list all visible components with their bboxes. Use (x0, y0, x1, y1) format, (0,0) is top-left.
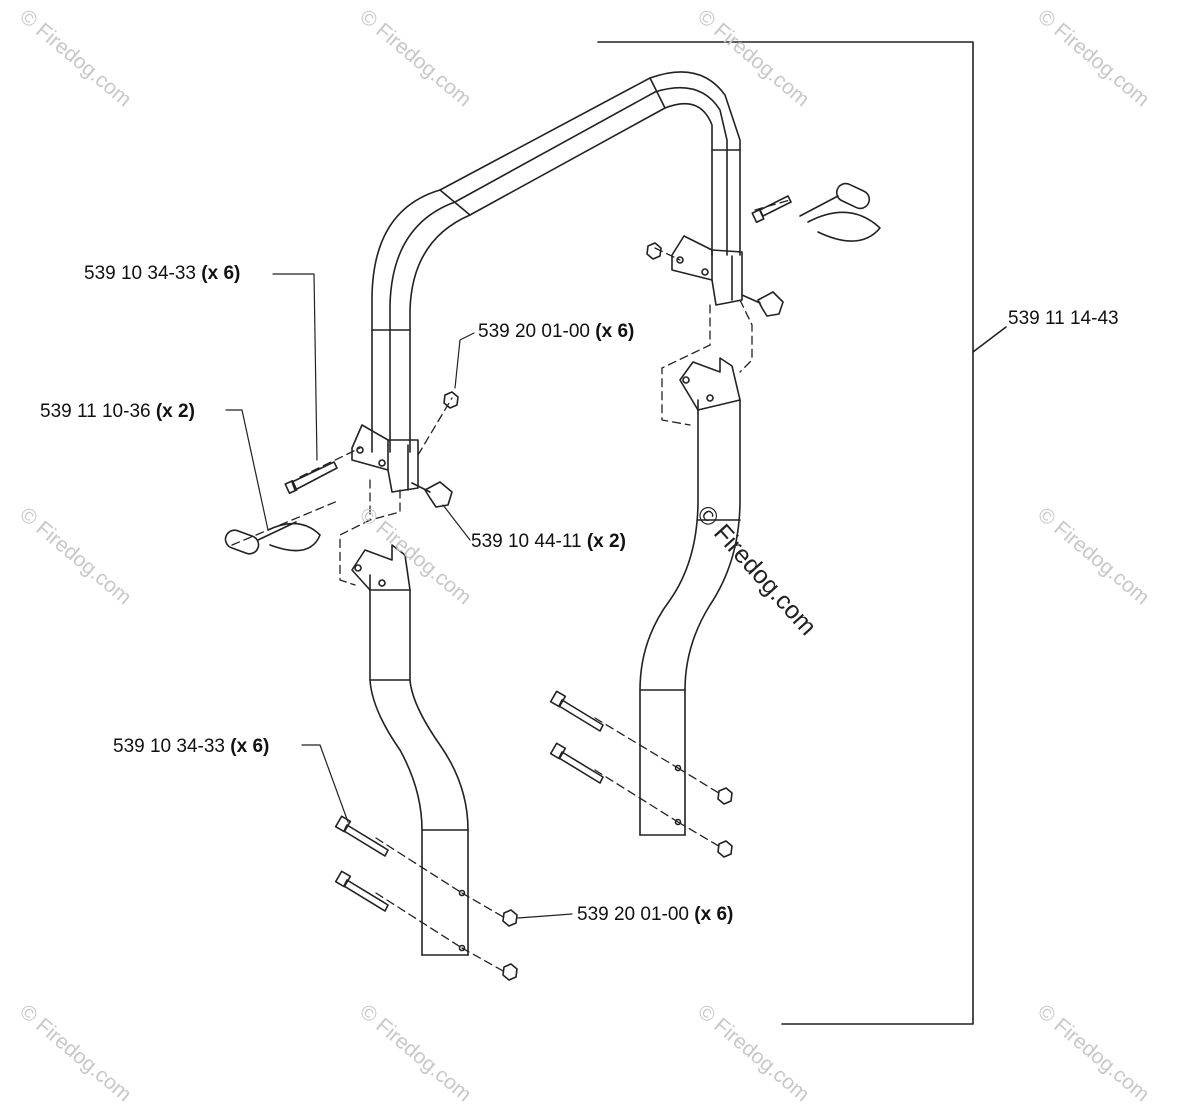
callout-part-number: 539 10 34-33 (84, 263, 196, 284)
callout-nut-upper: 539 20 01-00 (x 6) (478, 321, 634, 343)
parts-diagram (224, 41, 1007, 1025)
bolts-lower-right (549, 690, 604, 784)
callout-part-number: 539 10 34-33 (113, 736, 225, 757)
callout-part-number: 539 10 44-11 (471, 531, 582, 552)
right-upper-bracket (671, 235, 743, 306)
callout-quantity: (x 6) (230, 736, 270, 757)
callout-quantity: (x 2) (155, 401, 195, 422)
callout-assembly: 539 11 14-43 (1008, 308, 1119, 330)
knobs (411, 291, 784, 508)
callout-part-number: 539 11 10-36 (40, 401, 151, 422)
upper-roll-bar (371, 71, 741, 453)
callout-knob: 539 10 44-11 (x 2) (471, 531, 626, 553)
bolts-lower-left (334, 815, 389, 912)
callout-part-number: 539 20 01-00 (478, 321, 590, 342)
callout-nut-lower: 539 20 01-00 (x 6) (577, 904, 733, 926)
callout-bolt-upper: 539 10 34-33 (x 6) (84, 263, 240, 285)
bolt-upper-left (284, 461, 338, 495)
callout-part-number: 539 20 01-00 (577, 904, 689, 925)
callout-bolt-lower: 539 10 34-33 (x 6) (113, 736, 269, 758)
left-lower-clevis (351, 544, 411, 591)
assembly-leader-line (972, 326, 1007, 353)
right-lower-leg (639, 399, 741, 836)
pins (224, 182, 881, 555)
nuts (443, 242, 733, 981)
bolt-upper-right (751, 195, 792, 224)
right-lower-clevis (679, 357, 741, 411)
left-lower-leg (369, 574, 469, 956)
callout-quantity: (x 6) (694, 904, 734, 925)
callout-quantity: (x 6) (595, 321, 635, 342)
assembly-bracket-line (597, 41, 974, 1025)
leader-lines (225, 273, 573, 919)
callout-quantity: (x 6) (201, 263, 241, 284)
callout-part-number: 539 11 14-43 (1008, 308, 1119, 329)
left-upper-bracket (351, 424, 419, 493)
callout-pin: 539 11 10-36 (x 2) (40, 401, 195, 423)
callout-quantity: (x 2) (586, 531, 626, 552)
guide-boxes (231, 199, 791, 973)
